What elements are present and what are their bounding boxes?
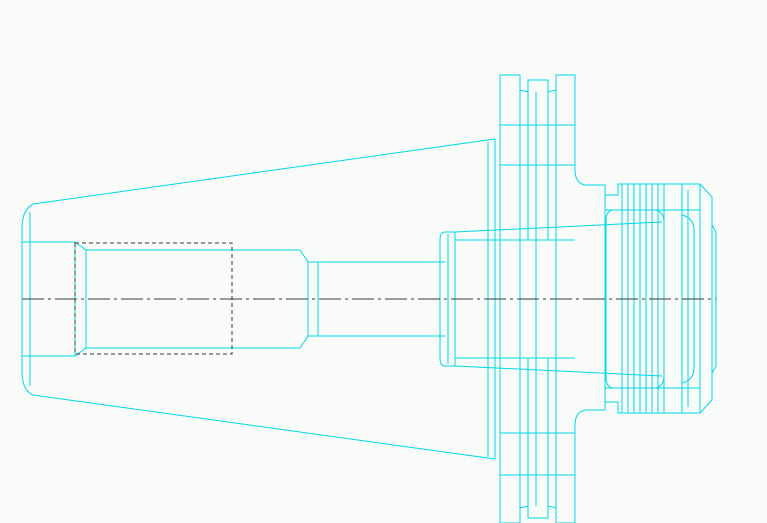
taper-outline xyxy=(21,138,496,460)
nut-outline xyxy=(604,183,713,414)
nut-inner-curve-left xyxy=(605,209,613,389)
collet-seat-outline xyxy=(439,231,456,367)
flange-outline xyxy=(499,74,606,523)
nut-chamfer-top xyxy=(711,224,717,233)
seat-taper-top xyxy=(454,221,663,233)
seat-taper-bottom xyxy=(454,365,663,377)
nut-chamfer-bottom xyxy=(711,365,717,374)
